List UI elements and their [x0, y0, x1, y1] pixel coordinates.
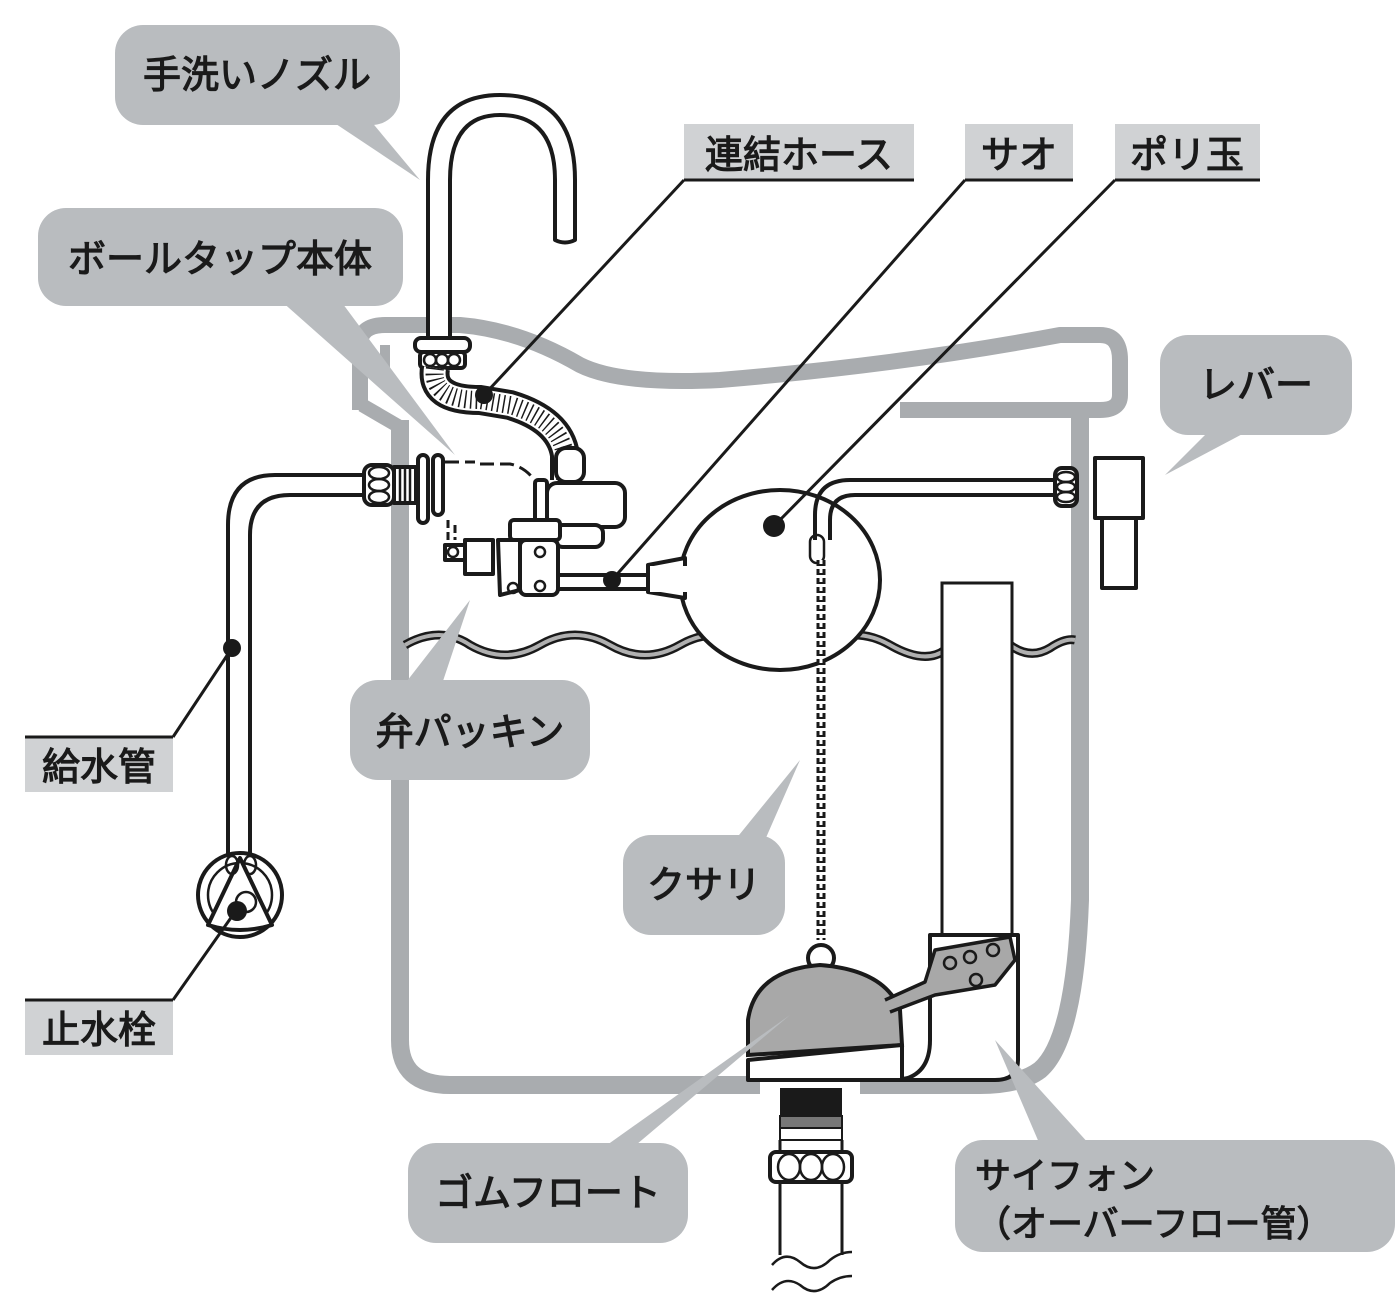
tank-lid — [352, 317, 1128, 418]
connecting-hose — [419, 365, 580, 480]
tank-wall-left — [391, 420, 760, 1094]
label-chain: クサリ — [647, 863, 761, 907]
callout-connecting-hose: 連結ホース — [475, 124, 914, 404]
tank-wall-right — [860, 410, 1089, 1094]
drain-pipe — [768, 1088, 854, 1293]
label-poly-ball: ポリ玉 — [1130, 133, 1244, 177]
callout-rod: サオ — [603, 124, 1073, 589]
callout-chain: クサリ — [623, 760, 800, 935]
label-siphon-overflow: （オーバーフロー管） — [975, 1204, 1332, 1245]
lever-arm — [813, 466, 1079, 540]
stop-valve — [196, 851, 284, 939]
callout-siphon: サイフォン （オーバーフロー管） — [955, 1040, 1395, 1252]
label-connecting-hose: 連結ホース — [705, 133, 893, 177]
ball-tap-body — [362, 446, 627, 597]
callout-valve-packing: 弁パッキン — [350, 600, 590, 780]
label-valve-packing: 弁パッキン — [376, 710, 565, 754]
callout-ball-tap-body: ボールタップ本体 — [38, 208, 455, 455]
label-siphon: サイフォン — [975, 1156, 1155, 1197]
callout-poly-ball: ポリ玉 — [763, 124, 1260, 537]
water-surface-inner — [404, 633, 1076, 659]
callout-hand-wash-nozzle: 手洗いノズル — [115, 25, 420, 180]
callout-supply-pipe: 給水管 — [25, 639, 241, 792]
callout-stop-valve: 止水栓 — [25, 901, 247, 1055]
callout-rubber-float: ゴムフロート — [408, 1015, 790, 1243]
tank-body — [352, 317, 1128, 1094]
label-rod: サオ — [981, 133, 1057, 177]
supply-pipe — [226, 473, 365, 860]
overflow-pipe — [898, 581, 1020, 1082]
tank-shoulder-left — [358, 398, 409, 437]
label-rubber-float: ゴムフロート — [435, 1171, 661, 1215]
label-supply-pipe: 給水管 — [42, 745, 156, 789]
label-ball-tap-body: ボールタップ本体 — [68, 237, 372, 281]
rubber-float — [746, 935, 1017, 1082]
label-lever: レバー — [1199, 363, 1313, 407]
lever-handle — [1093, 456, 1145, 590]
label-stop-valve: 止水栓 — [42, 1008, 156, 1052]
label-hand-wash-nozzle: 手洗いノズル — [143, 53, 371, 97]
chain — [806, 533, 836, 973]
callout-lever: レバー — [1160, 335, 1352, 475]
hand-wash-nozzle — [413, 93, 577, 370]
